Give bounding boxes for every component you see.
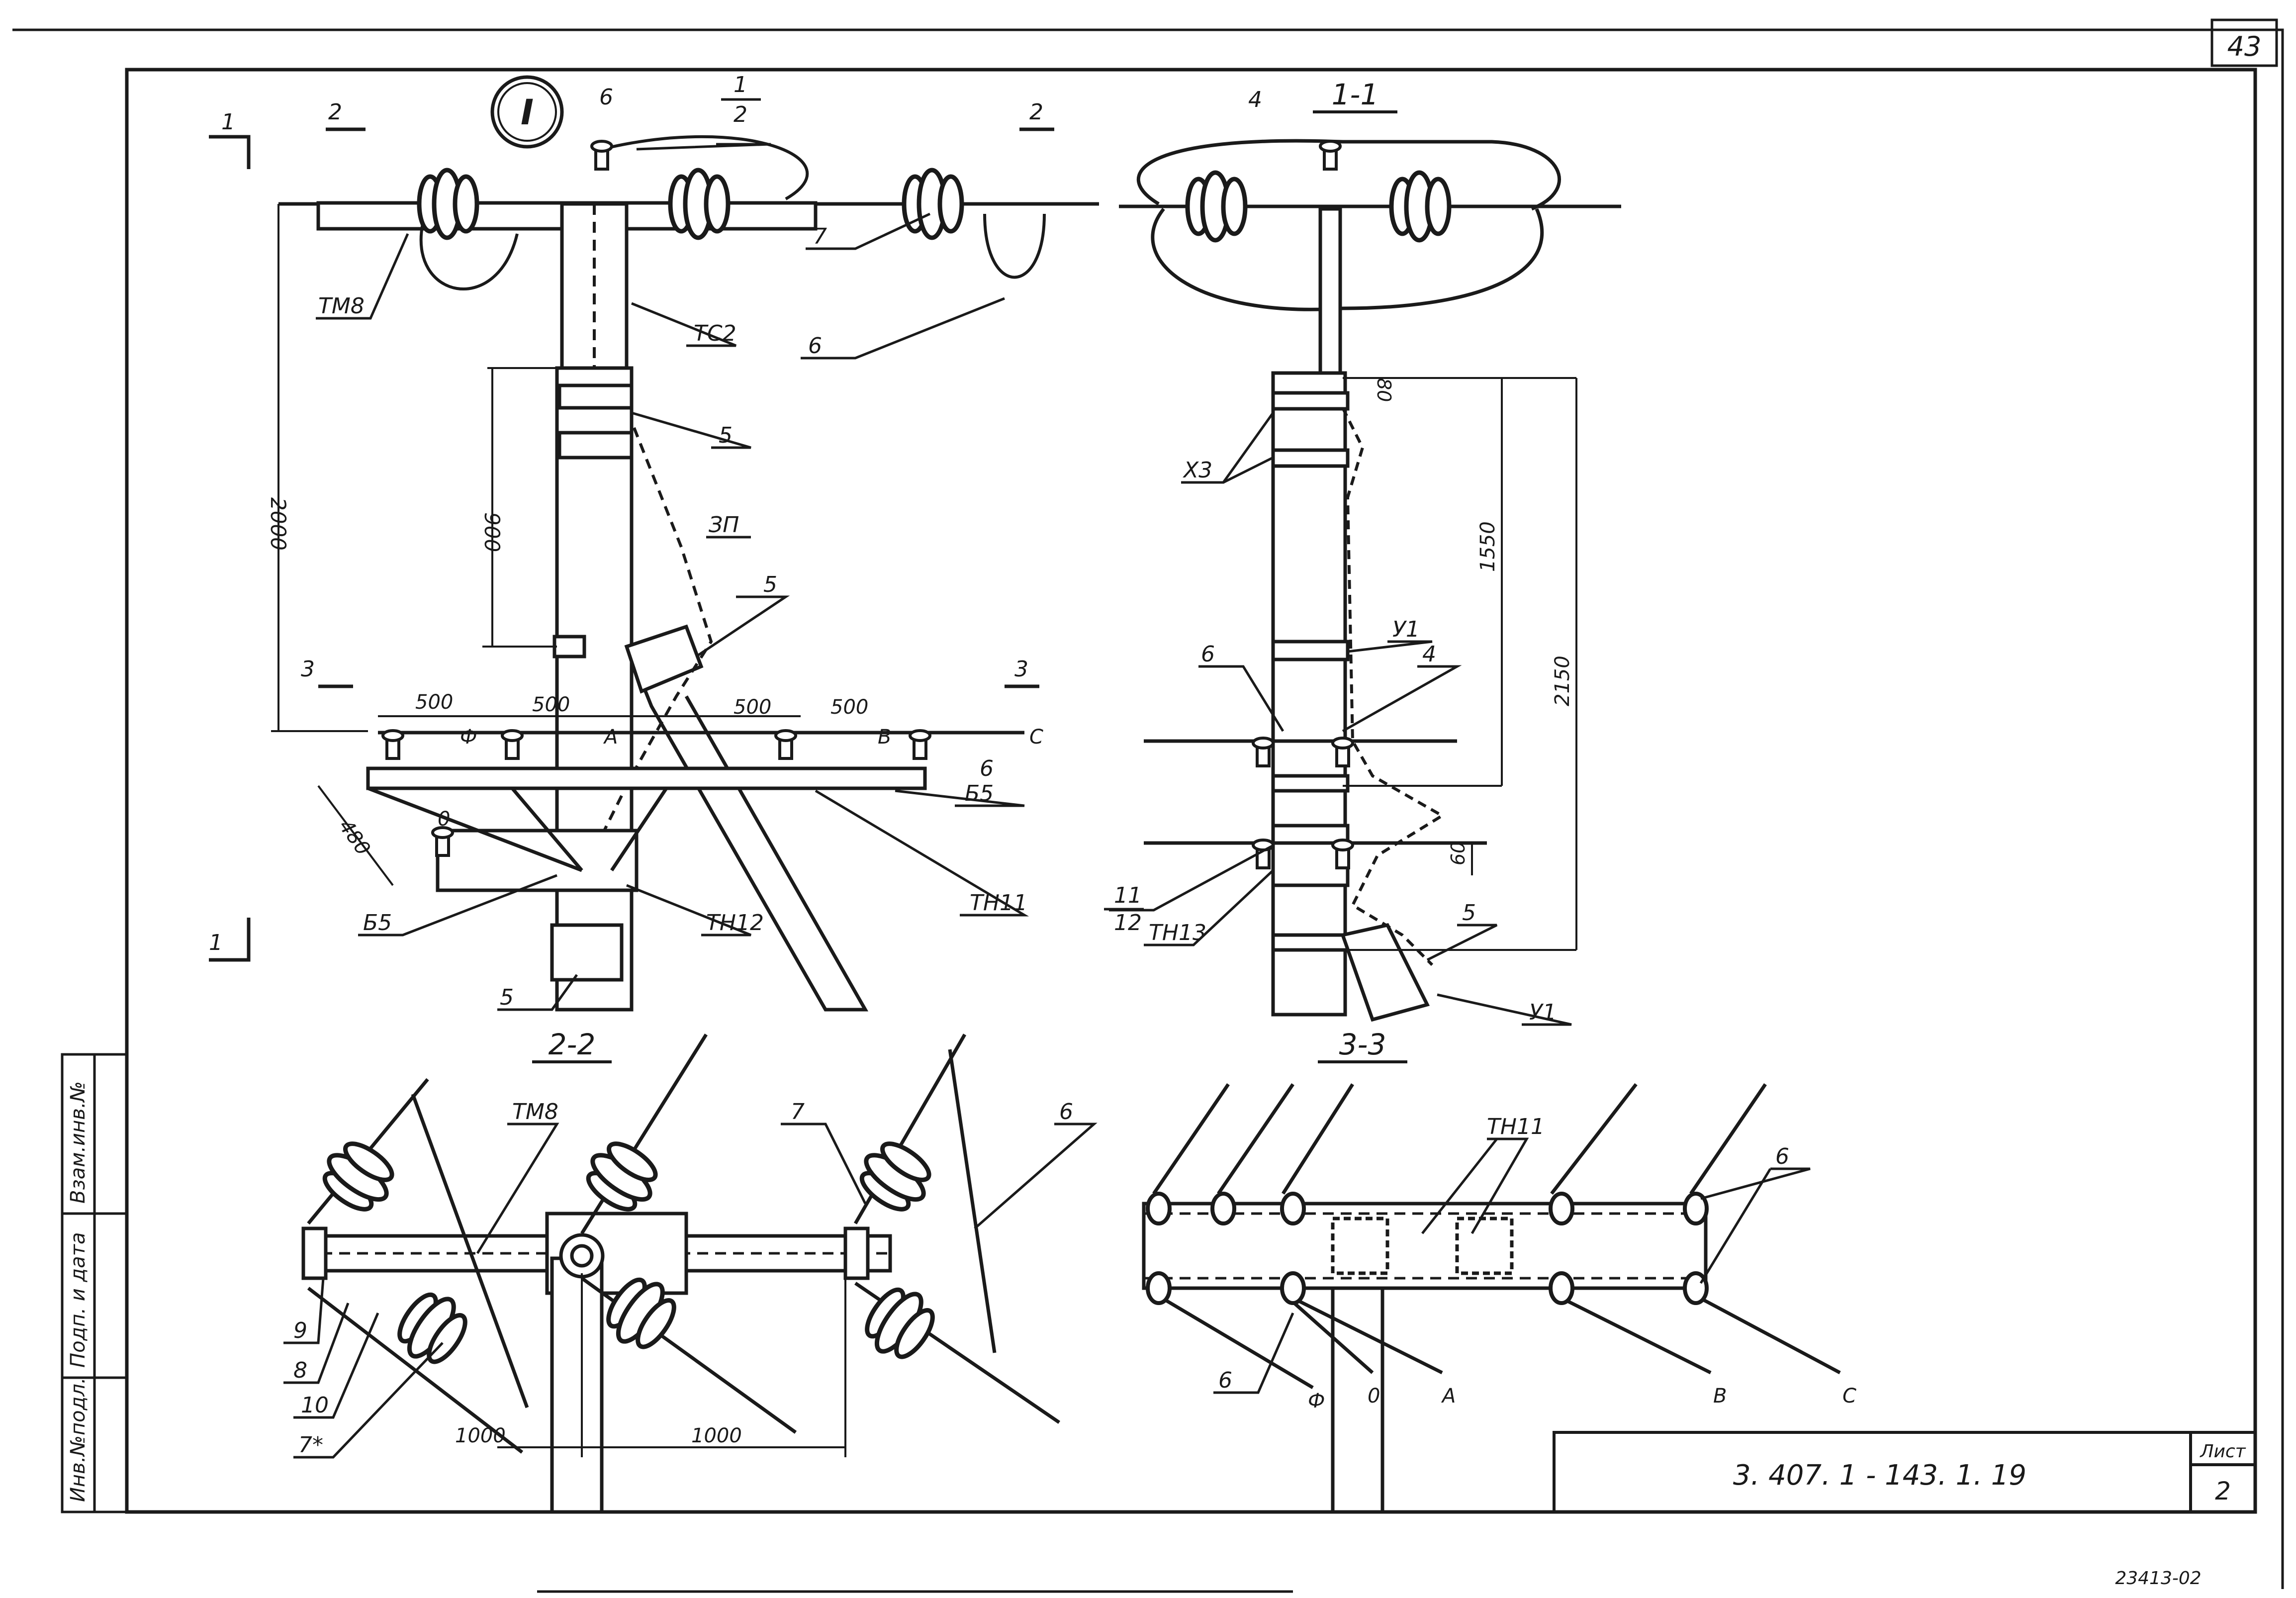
stamp-inv-label: Инв.№подл. (67, 1377, 90, 1502)
dim-1000-b: 1000 (691, 1424, 742, 1447)
label-6-top: 6 (599, 85, 613, 110)
label-tn11-b: ТН11 (1487, 1114, 1545, 1139)
label-7-star: 7* (298, 1432, 323, 1458)
cut-1-top: 1 (221, 109, 235, 135)
label-7-b: 7 (791, 1099, 805, 1125)
view-section-3-3 (1142, 1083, 1841, 1514)
view-main-leaders (316, 143, 1029, 1011)
cut-2-right: 2 (1029, 99, 1043, 125)
cut-1-bottom: 1 (209, 930, 223, 955)
phase-a-a: А (603, 726, 618, 749)
label-6-d: 6 (1059, 1099, 1073, 1125)
label-5-b: 5 (763, 572, 777, 597)
view-main-elevation (271, 135, 1099, 1012)
label-x3: Х3 (1183, 458, 1212, 483)
label-7-a: 7 (813, 224, 827, 249)
phase-f-b: Ф (1308, 1390, 1325, 1412)
label-zp: ЗП (709, 512, 739, 538)
archive-number: 23413-02 (2115, 1568, 2201, 1589)
label-5-a: 5 (719, 423, 733, 448)
section-1-1: 1-1 (1332, 78, 1379, 111)
page-number: 43 (2227, 31, 2262, 62)
dim-60: 60 (1447, 842, 1469, 865)
dim-80: 80 (1373, 378, 1395, 402)
phase-b-a: В (878, 726, 891, 749)
label-5-d: 5 (1462, 900, 1476, 926)
dim-500-a: 500 (415, 691, 453, 714)
phase-f-a: Ф (460, 726, 477, 749)
phase-c-b: С (1842, 1385, 1856, 1408)
cut-marks (209, 127, 1054, 962)
label-6-c: 6 (1201, 642, 1215, 667)
label-tm8-b: ТМ8 (512, 1099, 558, 1125)
dim-900: 900 (480, 512, 504, 552)
label-b5-b: Б5 (363, 910, 392, 936)
cut-3-left: 3 (301, 657, 315, 682)
label-9: 9 (293, 1318, 307, 1343)
side-stamp (61, 1053, 128, 1513)
sheet-number: 2 (2215, 1477, 2231, 1505)
label-u1-b: У1 (1529, 1000, 1557, 1025)
cut-2-left: 2 (328, 99, 342, 125)
phase-b-b: В (1713, 1385, 1727, 1408)
dim-1000-a: 1000 (455, 1424, 506, 1447)
label-6-f: 6 (1218, 1368, 1232, 1393)
dim-2000: 2000 (266, 497, 290, 551)
sheet-label: Лист (2199, 1441, 2246, 1462)
label-10: 10 (301, 1393, 329, 1418)
label-8: 8 (293, 1358, 307, 1383)
label-1-frac: 1 (734, 72, 747, 97)
label-4-a: 4 (1422, 642, 1436, 667)
label-6-b: 6 (980, 756, 994, 781)
node-marker-label: I (521, 92, 534, 133)
view-section-3-3-leaders (1213, 1137, 1811, 1394)
label-6-a: 6 (808, 333, 822, 359)
view-section-2-2-leaders (283, 1123, 1098, 1459)
stamp-sign-label: Подп. и дата (67, 1232, 90, 1368)
dim-500-d: 500 (830, 696, 868, 719)
label-5-c: 5 (500, 985, 514, 1010)
label-2-frac: 2 (734, 102, 747, 127)
section-3-3: 3-3 (1339, 1028, 1386, 1061)
phase-o-a: 0 (438, 808, 450, 831)
dim-2150: 2150 (1551, 656, 1574, 706)
phase-o-b: 0 (1368, 1385, 1380, 1408)
label-u1-a: У1 (1392, 617, 1420, 642)
label-tc2: ТС2 (694, 321, 736, 346)
view-section-1-1 (1119, 139, 1621, 1022)
phase-a-b: А (1441, 1385, 1456, 1408)
cut-3-right: 3 (1014, 657, 1028, 682)
label-tn11-a: ТН11 (970, 890, 1027, 916)
dim-500-c: 500 (734, 696, 771, 719)
label-6-e: 6 (1775, 1144, 1789, 1169)
doc-code: 3. 407. 1 - 143. 1. 19 (1733, 1459, 2026, 1492)
title-block (1553, 1431, 2257, 1513)
dim-1550: 1550 (1476, 521, 1499, 572)
label-11: 11 (1114, 883, 1142, 908)
label-12: 12 (1114, 910, 1142, 936)
section-2-2: 2-2 (549, 1028, 596, 1061)
label-4-top: 4 (1248, 87, 1262, 112)
label-b5-a: Б5 (965, 781, 994, 806)
dim-500-b: 500 (532, 693, 570, 716)
label-tm8: ТМ8 (318, 293, 365, 319)
sheet-frame (12, 18, 2284, 1589)
label-tn12: ТН12 (706, 910, 764, 936)
stamp-replace-label: Взам.инв.№ (67, 1081, 90, 1204)
view-section-2-2 (301, 1034, 1060, 1514)
label-tn13: ТН13 (1149, 920, 1206, 945)
node-marker (490, 75, 564, 149)
phase-c-a: С (1029, 726, 1043, 749)
